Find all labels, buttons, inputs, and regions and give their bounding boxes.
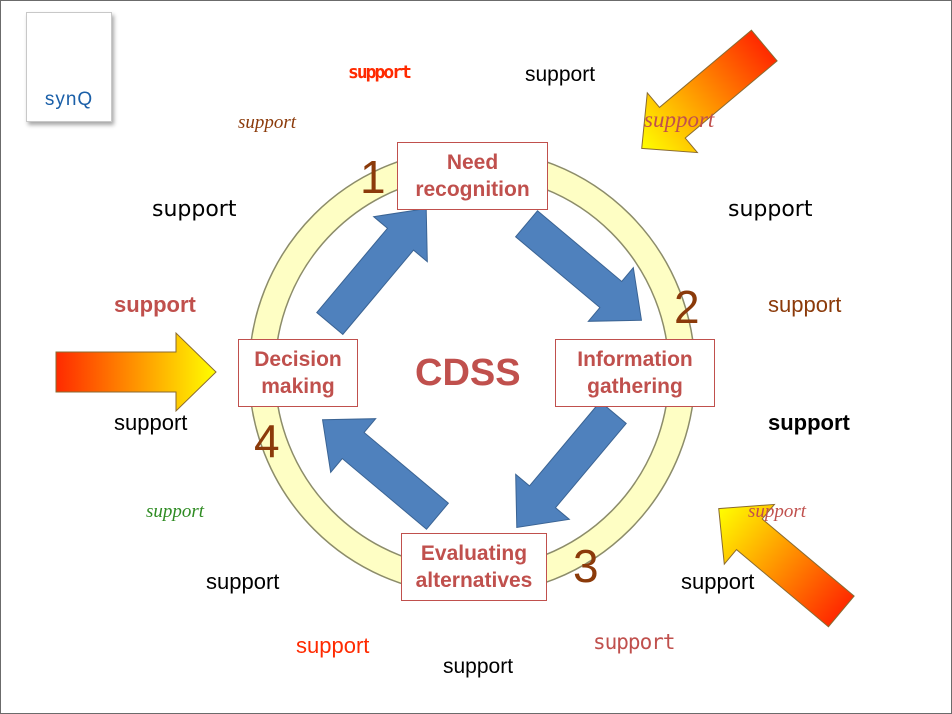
- support-label: support: [348, 62, 412, 83]
- support-label: support: [296, 633, 370, 658]
- stage-label-1: Need recognition: [415, 151, 530, 201]
- support-label: support: [146, 501, 205, 522]
- logo-text: synQ: [44, 89, 94, 110]
- support-label: support: [768, 292, 842, 317]
- synq-logo: synQ: [26, 12, 112, 122]
- stage-number-3: 3: [573, 540, 599, 592]
- stage-box-evaluating-alternatives: Evaluating alternatives: [401, 533, 547, 601]
- cycle-arrow-1-to-2: [514, 210, 643, 322]
- support-label: support: [114, 410, 188, 435]
- support-label: support: [114, 292, 196, 317]
- input-arrow-bottom-right: [718, 503, 855, 628]
- stage-label-4: Decision making: [254, 348, 342, 398]
- stage-label-2: Information gathering: [577, 348, 693, 398]
- support-label: support: [238, 112, 297, 133]
- stage-box-need-recognition: Need recognition: [397, 142, 548, 210]
- cycle-arrow-4-to-1: [316, 207, 428, 336]
- input-arrow-left: [55, 331, 217, 413]
- stage-box-information-gathering: Information gathering: [555, 339, 715, 407]
- support-label: support: [152, 197, 237, 222]
- support-label: support: [206, 569, 280, 594]
- support-label: support: [443, 655, 514, 678]
- support-label: support: [681, 569, 755, 594]
- cycle-arrow-2-to-3: [515, 400, 627, 529]
- support-label: support: [525, 63, 596, 86]
- cycle-arrow-3-to-4: [321, 418, 450, 530]
- support-label: support: [644, 107, 715, 132]
- support-label: support: [728, 197, 813, 222]
- input-arrow-top-right: [641, 29, 778, 154]
- stage-label-3: Evaluating alternatives: [415, 542, 533, 592]
- cdss-label: CDSS: [415, 352, 521, 394]
- stage-box-decision-making: Decision making: [238, 339, 358, 407]
- stage-number-4: 4: [254, 415, 280, 467]
- stage-number-2: 2: [674, 281, 700, 333]
- stage-number-1: 1: [360, 151, 386, 203]
- support-label: support: [768, 410, 850, 435]
- support-label: support: [748, 501, 807, 522]
- support-label: support: [593, 630, 676, 654]
